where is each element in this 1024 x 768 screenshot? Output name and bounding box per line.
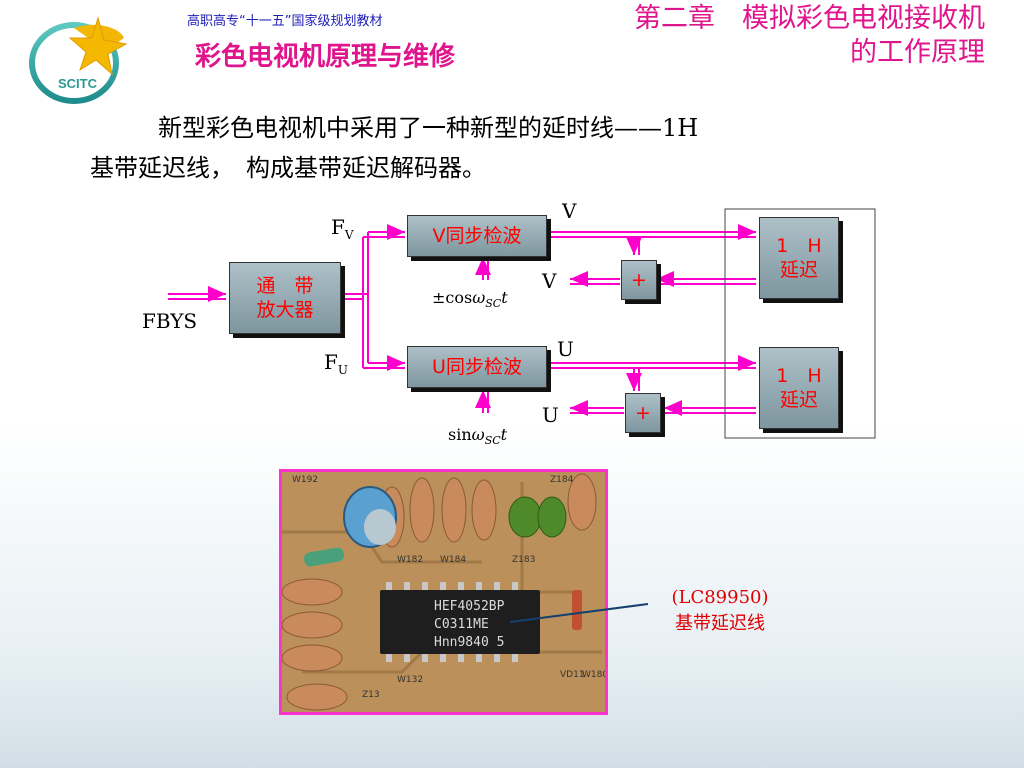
chapter-title-line1: 第二章 模拟彩色电视接收机 — [634, 3, 985, 34]
fv-label: FV — [331, 215, 354, 242]
board-label-z184: Z184 — [550, 475, 574, 485]
sin-reference-label: sinωSCt — [448, 425, 508, 448]
u-delay-line1: 1 H — [776, 365, 822, 387]
board-label-w180: W180 — [582, 670, 605, 680]
board-label-z13: Z13 — [362, 690, 380, 700]
u-1h-delay-block: 1 H 延迟 — [759, 347, 839, 429]
chapter-title: 第二章 模拟彩色电视接收机 的工作原理 — [500, 2, 985, 70]
chip-label-line2: C0311ME — [434, 617, 489, 632]
u-delay-line2: 延迟 — [779, 389, 818, 411]
intro-line1: 新型彩色电视机中采用了一种新型的延时线——1H — [158, 114, 699, 142]
fbys-label: FBYS — [142, 309, 198, 333]
intro-paragraph: 新型彩色电视机中采用了一种新型的延时线——1H 基带延迟线， 构成基带延迟解码器… — [90, 108, 930, 188]
u-sync-detector-block: U同步检波 — [407, 346, 547, 388]
board-label-w132: W132 — [397, 675, 423, 685]
delay-group-frame — [724, 208, 876, 439]
photo-caption: (LC89950) 基带延迟线 — [650, 585, 790, 637]
board-label-vd11: VD11 — [560, 670, 585, 680]
series-label: 高职高专“十一五”国家级规划教材 — [187, 14, 383, 29]
amp-block-line2: 放大器 — [256, 299, 314, 321]
scitc-logo: SCITC — [22, 8, 142, 108]
v-delay-line2: 延迟 — [779, 259, 818, 281]
amp-block-line1: 通 带 — [256, 275, 314, 297]
u-top-label: U — [557, 337, 574, 361]
u-output-label: U — [542, 403, 559, 427]
cos-reference-label: ±cosωSCt — [432, 288, 508, 311]
delay-line-chip-photo: HEF4052BP C0311ME Hnn9840 5 W192 W182 W1… — [279, 469, 608, 715]
v-adder-block: + — [621, 260, 657, 300]
chapter-title-line2: 的工作原理 — [850, 37, 985, 68]
u-adder-block: + — [625, 393, 661, 433]
diagram-wires — [168, 208, 876, 439]
v-output-label: V — [542, 269, 557, 293]
board-label-w184: W184 — [440, 555, 466, 565]
caption-description: 基带延迟线 — [675, 613, 765, 634]
logo-text: SCITC — [58, 76, 98, 91]
circuit-board-image: HEF4052BP C0311ME Hnn9840 5 W192 W182 W1… — [282, 472, 605, 712]
chip-label-line3: Hnn9840 5 — [434, 635, 504, 650]
caption-part-number: (LC89950) — [671, 587, 769, 608]
chip-label-line1: HEF4052BP — [434, 599, 505, 614]
board-label-w192: W192 — [292, 475, 318, 485]
fu-label: FU — [324, 350, 349, 377]
board-label-w182: W182 — [397, 555, 423, 565]
bandpass-amplifier-block: 通 带 放大器 — [229, 262, 341, 334]
v-sync-detector-block: V同步检波 — [407, 215, 547, 257]
book-title: 彩色电视机原理与维修 — [194, 42, 455, 72]
board-label-z183: Z183 — [512, 555, 535, 565]
v-1h-delay-block: 1 H 延迟 — [759, 217, 839, 299]
v-delay-line1: 1 H — [776, 235, 822, 257]
v-top-label: V — [562, 199, 577, 223]
intro-line2: 基带延迟线， 构成基带延迟解码器。 — [90, 154, 486, 182]
baseband-delay-decoder-diagram: 通 带 放大器 V同步检波 U同步检波 + + 1 H 延迟 1 H 延迟 FB… — [0, 195, 1024, 455]
